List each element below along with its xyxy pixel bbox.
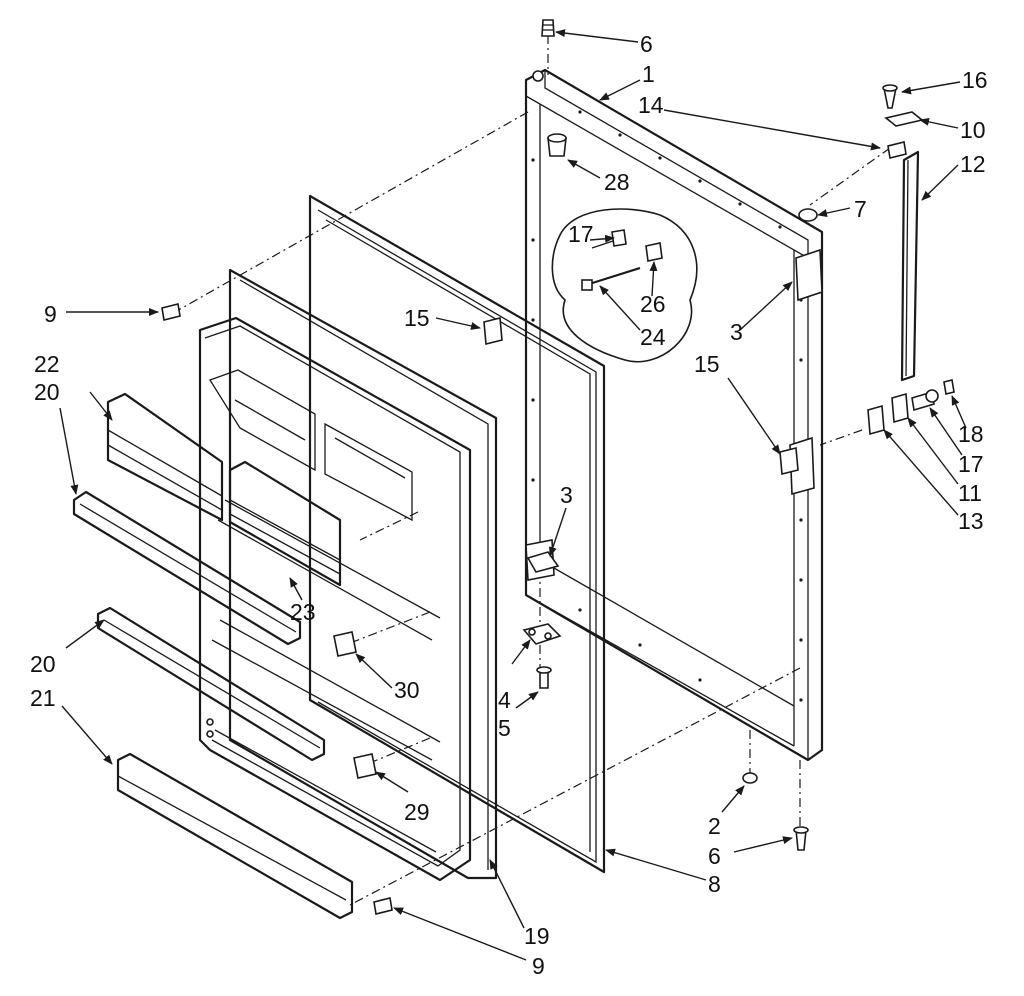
hinge-3-lower — [526, 551, 560, 573]
cover-13 — [867, 404, 885, 436]
callout-1: 1 — [642, 61, 655, 87]
plug-28 — [547, 133, 567, 157]
screw-16 — [882, 84, 898, 109]
shelf-bar-20-upper — [72, 490, 302, 646]
cap-18 — [943, 379, 955, 395]
callout-labels: 6 1 14 16 10 12 28 7 17 26 24 9 15 3 15 … — [30, 31, 988, 979]
bracket-15-top — [483, 316, 503, 346]
callout-17-cutaway: 17 — [568, 221, 594, 247]
callout-8: 8 — [708, 871, 721, 897]
callout-23: 23 — [290, 599, 316, 625]
callout-12: 12 — [960, 151, 986, 177]
screw-17-detail — [591, 229, 627, 249]
hinge-plate-10 — [884, 111, 924, 127]
callout-9-top: 9 — [44, 301, 57, 327]
callout-15-top: 15 — [404, 305, 430, 331]
screw-6-top — [541, 19, 555, 37]
screw-5 — [536, 666, 552, 689]
callout-6-bottom: 6 — [708, 843, 721, 869]
callout-16: 16 — [962, 67, 988, 93]
callout-18: 18 — [958, 421, 984, 447]
callout-3-lower: 3 — [560, 482, 573, 508]
shelf-front-21 — [116, 752, 354, 920]
callout-19: 19 — [524, 923, 550, 949]
outer-door-panel — [524, 68, 824, 762]
hinge-plate-4 — [522, 623, 562, 645]
callout-13: 13 — [958, 508, 984, 534]
callout-26: 26 — [640, 291, 666, 317]
callout-5: 5 — [498, 715, 511, 741]
bracket-14 — [887, 141, 907, 159]
screw-9-bottom — [373, 897, 393, 915]
callout-17-right: 17 — [958, 451, 984, 477]
cutaway-detail — [551, 208, 698, 363]
callout-6: 6 — [640, 31, 653, 57]
callout-20-lower: 20 — [30, 651, 56, 677]
inner-door-liner — [198, 268, 498, 882]
handle-bar-12 — [900, 150, 920, 382]
shelf-front-23 — [228, 460, 342, 587]
door-gasket — [308, 194, 606, 874]
bracket-11 — [891, 392, 909, 424]
leader-lines — [59, 29, 967, 961]
callout-10: 10 — [960, 117, 986, 143]
callout-14: 14 — [638, 92, 664, 118]
callout-24: 24 — [640, 324, 666, 350]
callout-28: 28 — [604, 169, 630, 195]
callout-29: 29 — [404, 799, 430, 825]
bracket-26 — [645, 242, 663, 262]
washer-2 — [742, 772, 758, 784]
callout-7: 7 — [854, 196, 867, 222]
bracket-15-right — [779, 446, 799, 476]
callout-11: 11 — [958, 480, 982, 506]
screw-6-bottom — [793, 826, 809, 851]
clip-29 — [353, 753, 377, 779]
callout-21: 21 — [30, 685, 56, 711]
shelf-front-22 — [106, 392, 224, 522]
clip-30 — [333, 631, 357, 657]
screw-17-right — [911, 389, 939, 412]
callout-9-bottom: 9 — [532, 953, 545, 979]
callout-30: 30 — [394, 677, 420, 703]
callout-22: 22 — [34, 351, 60, 377]
screw-9-top — [161, 303, 181, 321]
callout-3-right: 3 — [730, 319, 743, 345]
callout-2: 2 — [708, 813, 721, 839]
callout-20-upper: 20 — [34, 379, 60, 405]
plug-7 — [798, 208, 818, 222]
callout-4: 4 — [498, 687, 511, 713]
pin-24 — [581, 266, 641, 291]
callout-15-right: 15 — [694, 351, 720, 377]
